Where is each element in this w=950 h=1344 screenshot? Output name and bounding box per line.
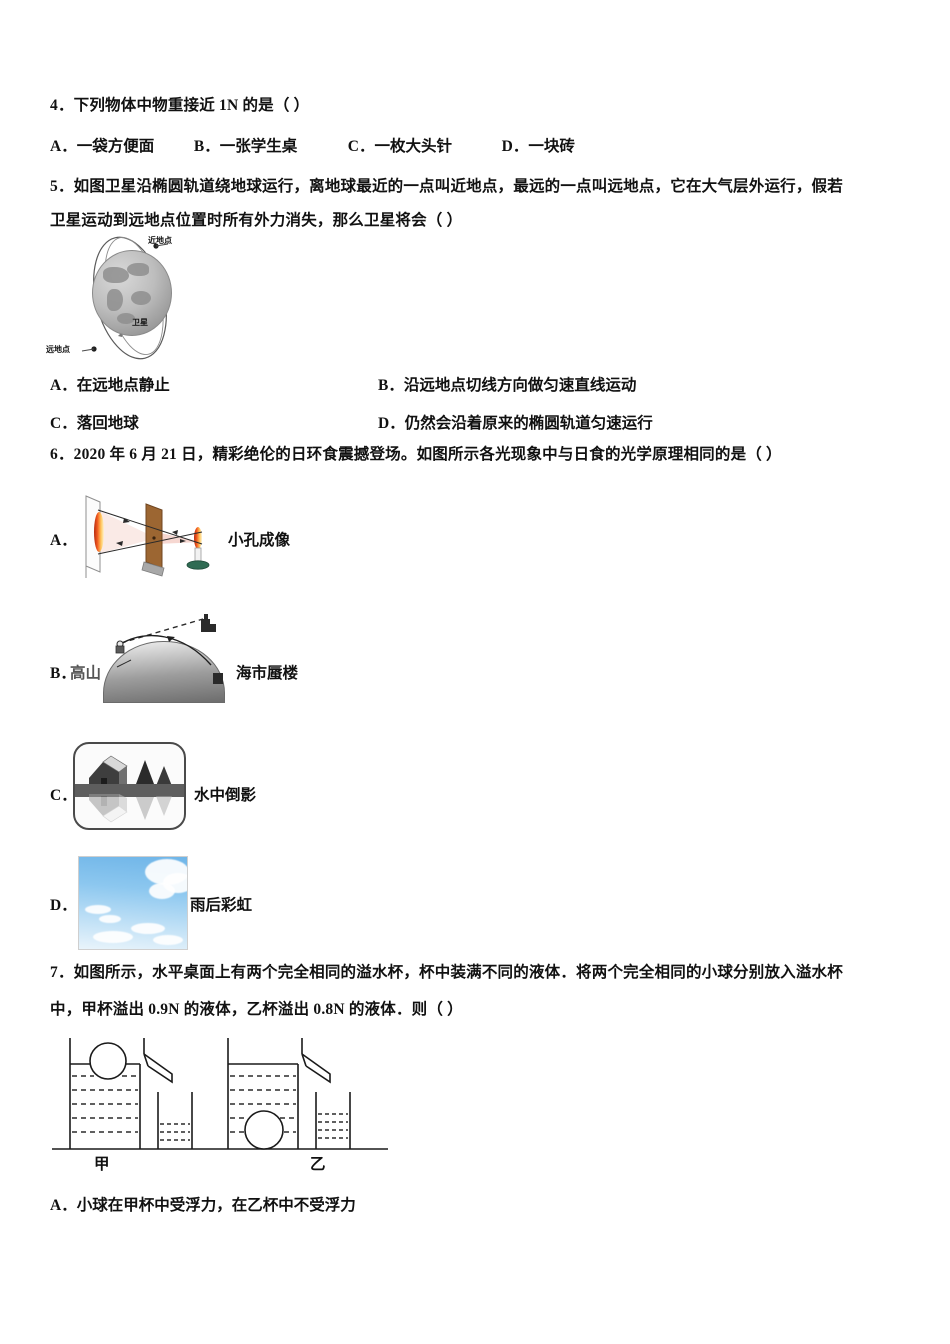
virtual-sight-line [120,618,204,644]
candle-holder [186,560,210,570]
reflection-frame [73,742,186,830]
question-6-text: 2020 年 6 月 21 日，精彩绝伦的日环食震撼登场。如图所示各光现象中与日… [73,446,782,463]
q6-option-a-letter[interactable]: A． [50,532,77,549]
earth-globe [92,250,172,336]
question-4-options: A．一袋方便面 B．一张学生桌 C．一枚大头针 D．一块砖 [50,134,575,156]
cloud-shape [93,931,133,943]
pinhole-imaging-figure [78,492,223,584]
satellite-orbit-diagram: 近地点 卫星 远地点 [46,232,240,362]
ball-right [244,1110,284,1150]
q5-option-a[interactable]: A．在远地点静止 [50,377,170,394]
question-4-text: 下列物体中物重接近 1N 的是（ ） [73,97,310,114]
question-7-number: 7． [50,964,74,981]
spout-right [301,1038,331,1084]
q5-option-c[interactable]: C．落回地球 [50,415,139,432]
q6-option-c-caption: 水中倒影 [194,787,257,804]
observer-body [115,645,125,654]
light-cone-left [98,510,156,554]
liquid-right [230,1075,296,1133]
water-band [75,784,184,797]
question-4-number: 4． [50,97,74,114]
far-structure [213,673,223,684]
question-5-text-1: 如图卫星沿椭圆轨道绕地球运行，离地球最近的一点叫近地点，最远的一点叫远地点，它在… [73,178,843,195]
rainbow-figure [78,856,188,950]
q6-option-b-letter[interactable]: B． [50,665,76,682]
question-5-number: 5． [50,178,74,195]
beaker-right [315,1092,351,1149]
trees-reflection [136,796,172,820]
question-7-stem-line2: 中，甲杯溢出 0.9N 的液体，乙杯溢出 0.8N 的液体．则（ ） [50,1000,463,1020]
house-reflection [89,794,128,823]
overflow-cups-diagram: 甲 乙 [52,1032,392,1174]
q5-option-b[interactable]: B．沿远地点切线方向做匀速直线运动 [378,377,637,394]
cup-left-label: 甲 [94,1156,110,1173]
question-7-stem-line1: 7．如图所示，水平桌面上有两个完全相同的溢水杯，杯中装满不同的液体．将两个完全相… [50,963,843,983]
overflow-cups-svg [52,1038,388,1150]
q4-option-c[interactable]: C．一枚大头针 [347,138,452,155]
beaker-left [157,1092,193,1149]
q6-option-a-caption: 小孔成像 [228,532,291,549]
question-5-stem-line2: 卫星运动到远地点位置时所有外力消失，那么卫星将会（ ） [50,211,462,231]
water-reflection-figure [73,742,186,830]
question-5-stem-line1: 5．如图卫星沿椭圆轨道绕地球运行，离地球最近的一点叫近地点，最远的一点叫远地点，… [50,177,843,197]
q4-option-a[interactable]: A．一袋方便面 [50,138,155,155]
cup-left [69,1038,193,1149]
q4-option-d[interactable]: D．一块砖 [501,138,575,155]
apogee-label: 远地点 [46,345,70,354]
house-upright [89,755,128,788]
perigee-label: 近地点 [148,236,172,245]
question-4-stem: 4．下列物体中物重接近 1N 的是（ ） [50,96,309,116]
q4-option-b[interactable]: B．一张学生桌 [193,138,298,155]
pinhole-aperture [152,536,156,540]
curved-light-ray [120,634,212,666]
cup-right-label: 乙 [310,1156,326,1173]
apogee-dot [91,346,97,352]
pinhole-imaging-svg [85,495,210,578]
pinhole-board [141,503,165,577]
mirage-figure [95,613,230,703]
satellite-label: 卫星 [132,318,148,327]
light-cone-right [156,532,202,544]
ball-left [89,1042,127,1080]
ray-arrow [167,636,175,642]
distant-building [201,614,216,632]
q7-option-a[interactable]: A．小球在甲杯中受浮力，在乙杯中不受浮力 [50,1197,356,1214]
q6-option-d-letter[interactable]: D． [50,897,77,914]
q6-option-c-letter[interactable]: C． [50,787,77,804]
q6-option-b-caption: 海市蜃楼 [236,665,299,682]
question-5-text-2: 卫星运动到远地点位置时所有外力消失，那么卫星将会（ ） [50,212,463,229]
question-6-stem: 6．2020 年 6 月 21 日，精彩绝伦的日环食震撼登场。如图所示各光现象中… [50,445,782,465]
spout-left [143,1038,173,1084]
cloud-shape [149,883,175,899]
mirage-rays-svg [115,614,223,684]
liquid-left [72,1075,138,1133]
reflection-svg [75,755,184,823]
question-7-text-1: 如图所示，水平桌面上有两个完全相同的溢水杯，杯中装满不同的液体．将两个完全相同的… [73,964,843,981]
cup-right [227,1038,351,1150]
q5-option-d[interactable]: D．仍然会沿着原来的椭圆轨道匀速运行 [378,415,653,432]
mountain-label: 高山 [70,665,102,682]
question-6-number: 6． [50,446,74,463]
inverted-flame-image [94,512,104,552]
cloud-shape [153,935,183,945]
cloud-shape [85,905,111,914]
q6-option-d-caption: 雨后彩虹 [190,897,253,914]
cloud-shape [131,923,165,934]
question-7-text-2: 中，甲杯溢出 0.9N 的液体，乙杯溢出 0.8N 的液体．则（ ） [50,1001,463,1018]
cloud-shape [99,915,121,923]
candle-flame [194,527,202,549]
